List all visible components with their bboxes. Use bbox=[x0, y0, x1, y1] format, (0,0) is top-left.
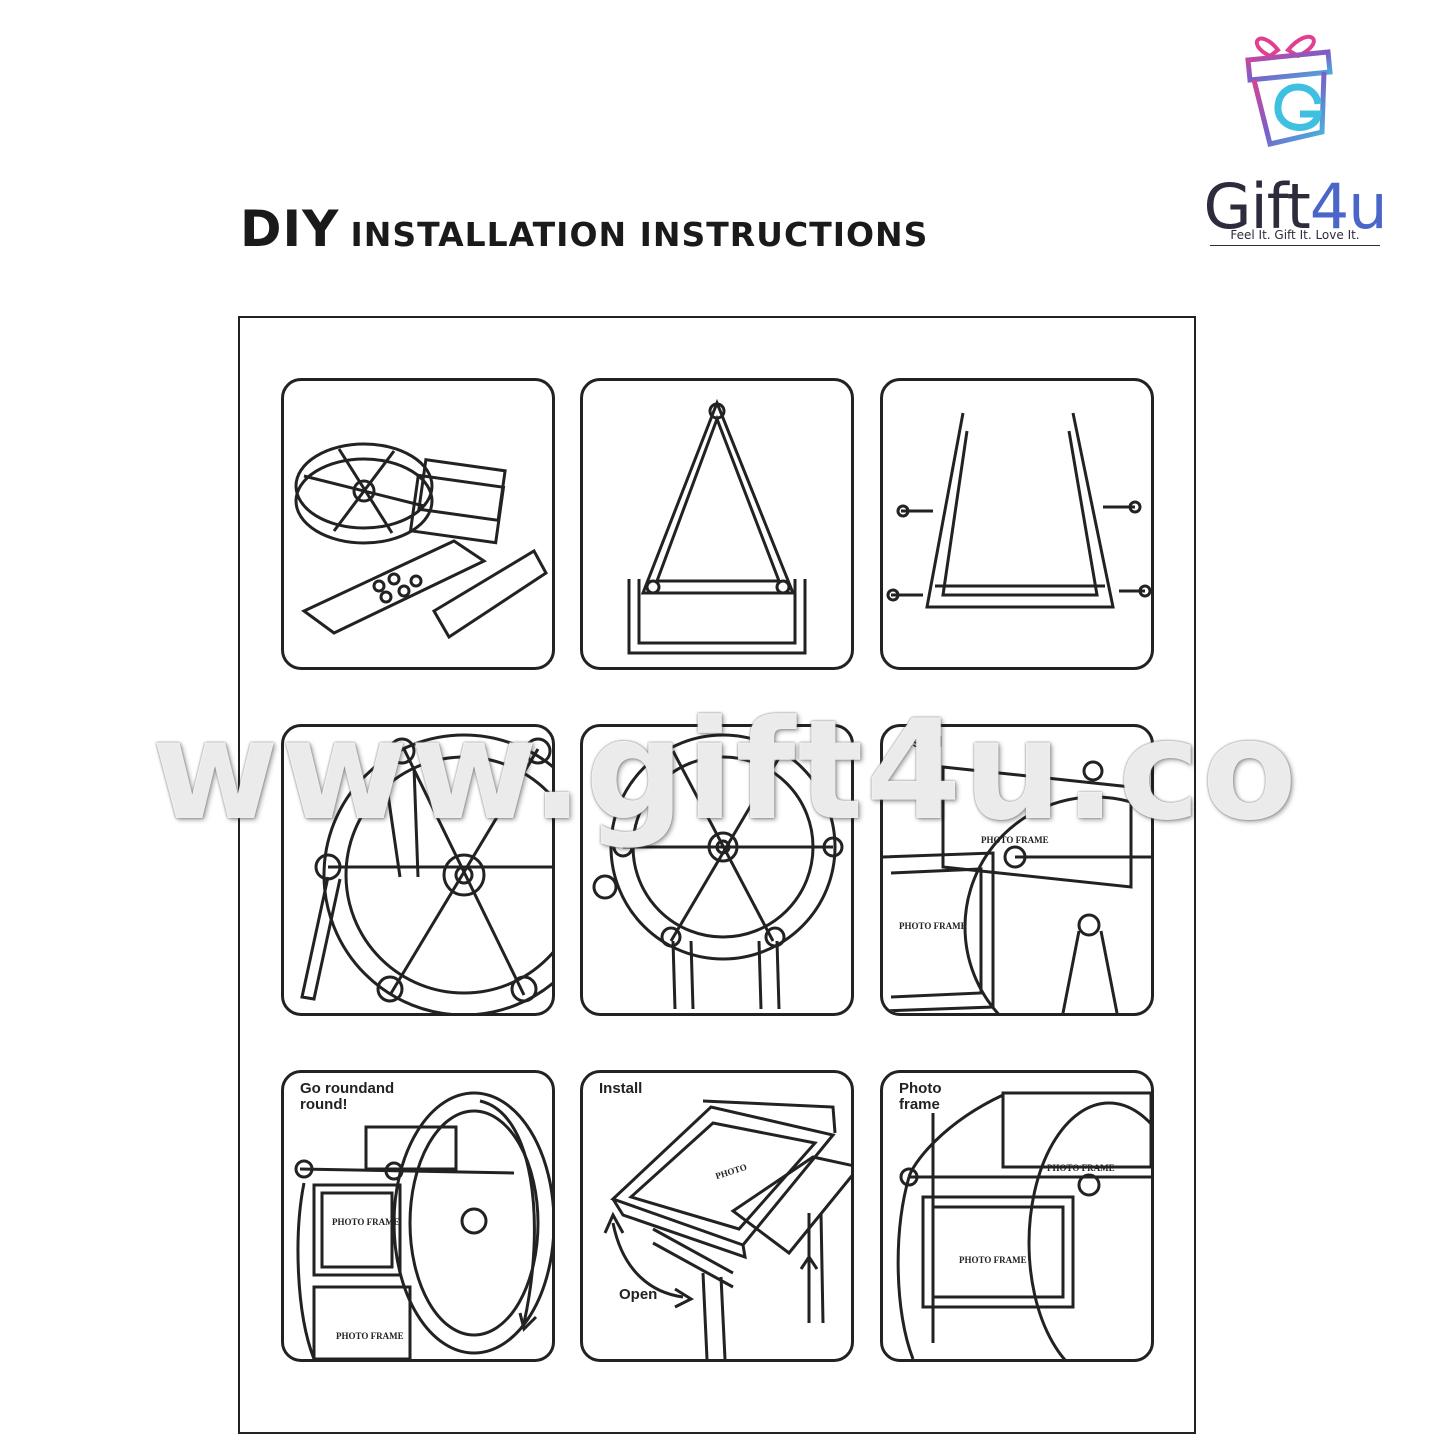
open-annotation: Open bbox=[619, 1286, 658, 1303]
wheel-screw-illustration bbox=[300, 733, 552, 1013]
rotate-wheel-illustration: PHOTO FRAME PHOTO FRAME bbox=[294, 1091, 552, 1359]
stand-assembly-illustration bbox=[886, 412, 1151, 609]
frame-label-4: PHOTO FRAME bbox=[336, 1331, 404, 1341]
step-6-label: Install bbox=[899, 734, 943, 751]
frame-install-illustration: PHOTO FRAME PHOTO FRAME bbox=[883, 760, 1151, 1013]
step-3-panel bbox=[880, 378, 1154, 670]
gift4u-logo: Gift4u Feel It. Gift It. Love It. bbox=[1170, 22, 1420, 252]
step-4-panel bbox=[281, 724, 555, 1016]
title-prefix: DIY bbox=[240, 200, 340, 258]
brand-name: Gift4u bbox=[1203, 170, 1387, 243]
a-frame-illustration bbox=[627, 398, 807, 655]
frame-label-2: PHOTO FRAME bbox=[981, 835, 1049, 845]
step-2-panel bbox=[580, 378, 854, 670]
parts-illustration bbox=[294, 442, 548, 640]
frame-label-6: PHOTO FRAME bbox=[959, 1255, 1027, 1265]
frame-label-1: PHOTO FRAME bbox=[899, 921, 967, 931]
step-8-panel: PHOTO Install Open bbox=[580, 1070, 854, 1362]
step-9-panel: PHOTO FRAME PHOTO FRAME Photo frame bbox=[880, 1070, 1154, 1362]
frame-label-7: PHOTO FRAME bbox=[1047, 1163, 1115, 1173]
title-main: INSTALLATION INSTRUCTIONS bbox=[350, 215, 929, 254]
finished-wheel-illustration: PHOTO FRAME PHOTO FRAME bbox=[896, 1091, 1151, 1359]
instruction-sheet bbox=[238, 316, 1196, 1434]
step-9-label: Photo frame bbox=[899, 1080, 942, 1113]
step-8-label: Install bbox=[599, 1080, 643, 1097]
step-7-panel: PHOTO FRAME PHOTO FRAME Go roundand roun… bbox=[281, 1070, 555, 1362]
gift-box-icon bbox=[1245, 34, 1333, 147]
page-title: DIY INSTALLATION INSTRUCTIONS bbox=[240, 200, 928, 258]
frame-label-5: PHOTO bbox=[714, 1162, 748, 1182]
step-5-panel bbox=[580, 724, 854, 1016]
brand-tagline: Feel It. Gift It. Love It. bbox=[1210, 228, 1380, 246]
step-1-panel bbox=[281, 378, 555, 670]
step-7-label: Go roundand round! bbox=[300, 1080, 395, 1113]
wheel-hub-illustration bbox=[592, 733, 844, 1010]
step-6-panel: PHOTO FRAME PHOTO FRAME Install bbox=[880, 724, 1154, 1016]
frame-label-3: PHOTO FRAME bbox=[332, 1217, 400, 1227]
photo-insert-illustration: PHOTO bbox=[603, 1099, 851, 1359]
